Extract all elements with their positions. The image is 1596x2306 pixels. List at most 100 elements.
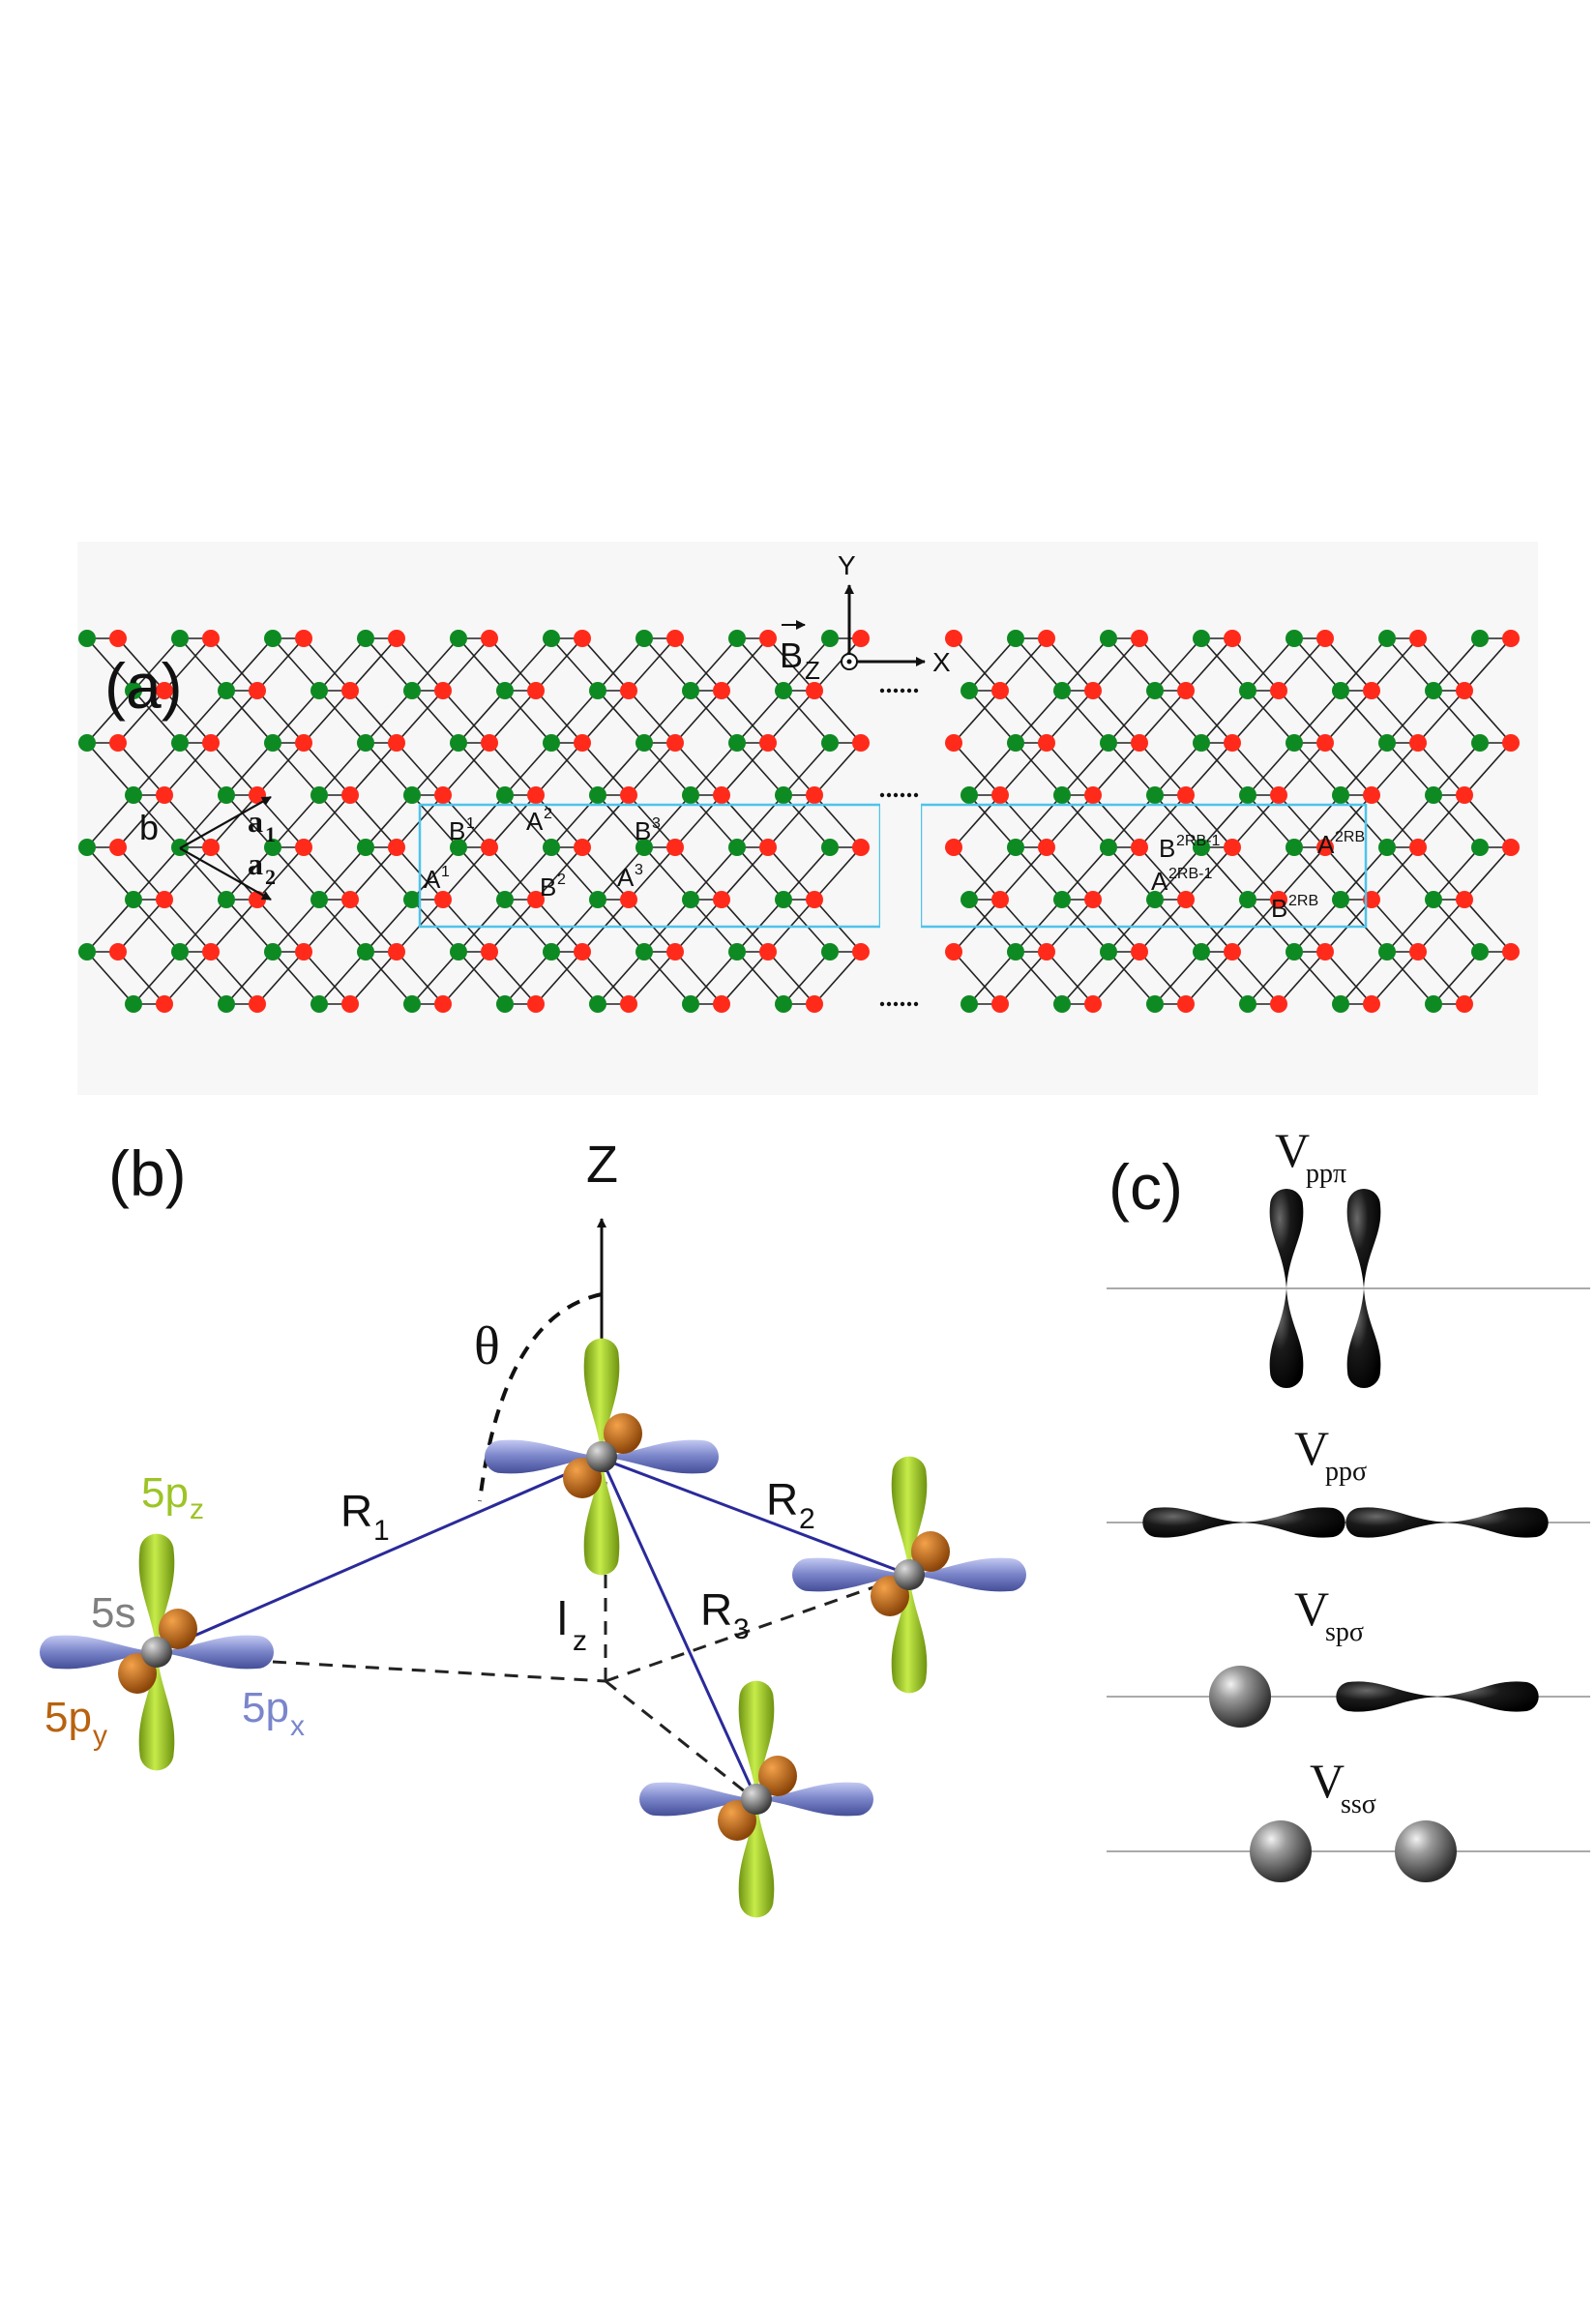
lattice-atom-a	[1270, 682, 1287, 699]
lattice-bond	[1015, 951, 1063, 1005]
theta-label: θ	[474, 1316, 500, 1376]
continuation-dot	[906, 688, 912, 694]
lattice-atom-a	[481, 734, 498, 752]
lattice-atom-a	[574, 943, 591, 961]
svg-text:R: R	[700, 1584, 732, 1635]
lattice-atom-a	[156, 995, 173, 1013]
lattice-atom-b	[125, 891, 142, 908]
lattice-bond	[272, 690, 320, 744]
lattice-bond	[1185, 951, 1233, 1005]
lattice-atom-b	[1286, 734, 1303, 752]
lattice-atom-a	[945, 734, 962, 752]
lattice-atom-b	[543, 943, 560, 961]
lattice-atom-b	[1471, 630, 1489, 647]
lattice-atom-a	[249, 891, 266, 908]
lattice-bond	[1154, 951, 1202, 1005]
lattice-bond	[303, 742, 351, 796]
lattice-bond	[1046, 637, 1094, 692]
lattice-bond	[1061, 846, 1109, 901]
orbital-5s-label: 5s	[91, 1589, 135, 1637]
lattice-atom-a	[1456, 786, 1473, 804]
lattice-atom-b	[1100, 839, 1117, 856]
lattice-bond	[256, 742, 305, 796]
svg-text:ppσ: ppσ	[1325, 1457, 1367, 1487]
svg-text:3: 3	[652, 815, 661, 832]
lattice-atom-b	[403, 995, 421, 1013]
lattice-atom-a	[574, 734, 591, 752]
lattice-atom-a	[1270, 786, 1287, 804]
lattice-bond	[225, 637, 274, 692]
lattice-bond	[783, 637, 831, 692]
lattice-bond	[953, 742, 1001, 796]
continuation-dot	[900, 688, 905, 694]
lattice-atom-a	[109, 943, 127, 961]
lattice-bond	[953, 637, 1001, 692]
lattice-bond	[1278, 846, 1326, 901]
lattice-bond	[1463, 846, 1512, 901]
svg-text:ssσ: ssσ	[1341, 1789, 1376, 1819]
lattice-bond	[736, 951, 784, 1005]
lattice-atom-b	[496, 682, 514, 699]
lattice-bond	[1108, 846, 1156, 901]
lattice-atom-a	[806, 682, 823, 699]
lattice-bond	[1340, 951, 1388, 1005]
lattice-bond	[488, 846, 537, 901]
lattice-bond	[365, 637, 413, 692]
lattice-bond	[179, 637, 227, 692]
lattice-bond	[442, 742, 490, 796]
lattice-bond	[1061, 690, 1109, 744]
lattice-bond	[1371, 951, 1419, 1005]
lattice-atom-b	[1053, 786, 1071, 804]
svg-text:1: 1	[373, 1515, 390, 1547]
lattice-atom-b	[1193, 734, 1210, 752]
lattice-bond	[163, 951, 212, 1005]
lattice-bond	[1092, 690, 1140, 744]
svg-text:5p: 5p	[44, 1694, 92, 1741]
continuation-dot	[913, 792, 919, 798]
field-label: B	[780, 636, 803, 675]
lattice-bond	[179, 742, 227, 796]
lattice-atom-a	[574, 839, 591, 856]
lattice-atom-a	[1316, 630, 1334, 647]
lattice-atom-b	[218, 786, 235, 804]
lattice-atom-a	[1270, 995, 1287, 1013]
lattice-bond	[1231, 951, 1280, 1005]
lattice-bond	[674, 846, 723, 901]
lattice-atom-b	[1378, 943, 1396, 961]
lattice-bond	[256, 951, 305, 1005]
lattice-bond	[721, 951, 769, 1005]
lattice-bond	[1386, 690, 1434, 744]
lattice-bond	[1278, 951, 1326, 1005]
lattice-bond	[1340, 846, 1388, 901]
lattice-atom-a	[388, 839, 405, 856]
lattice-atom-b	[635, 734, 653, 752]
lattice-bond	[1185, 637, 1233, 692]
svg-text:2RB: 2RB	[1335, 829, 1365, 845]
lattice-atom-a	[852, 839, 870, 856]
lattice-atom-a	[434, 891, 452, 908]
lattice-atom-b	[1471, 734, 1489, 752]
lattice-bond	[225, 846, 274, 901]
lattice-atom-a	[1409, 734, 1427, 752]
s-orbital-sphere	[1395, 1820, 1457, 1882]
lattice-atom-b	[961, 995, 978, 1013]
lattice-bond	[736, 742, 784, 796]
lattice-atom-a	[481, 839, 498, 856]
svg-text:2RB: 2RB	[1288, 893, 1318, 909]
lattice-atom-a	[341, 891, 359, 908]
lattice-bond	[1371, 742, 1419, 796]
lattice-bond	[767, 742, 815, 796]
lattice-bond	[349, 637, 398, 692]
lattice-bond	[1061, 637, 1109, 692]
lattice-bond	[86, 690, 134, 744]
coordinate-axes: Y X B Z	[780, 550, 951, 685]
lattice-atom-b	[218, 682, 235, 699]
lattice-bond	[767, 637, 815, 692]
lattice-bond	[365, 742, 413, 796]
lattice-bond	[674, 637, 723, 692]
lattice-bond	[581, 951, 630, 1005]
lattice-atom-b	[1053, 891, 1071, 908]
lattice-atom-a	[666, 734, 684, 752]
svg-text:V: V	[1275, 1123, 1310, 1177]
